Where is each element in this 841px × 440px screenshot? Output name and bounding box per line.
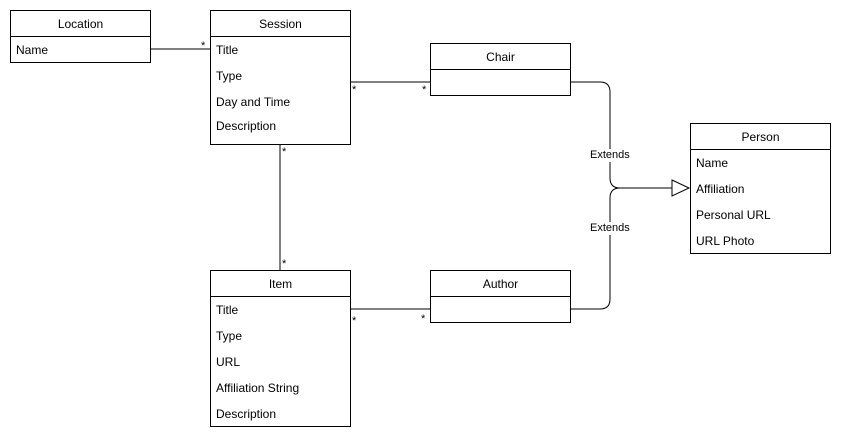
- generalization-chair-person: [570, 81, 672, 189]
- attribute: Description: [216, 119, 277, 133]
- multiplicity-session-item-target: *: [282, 258, 287, 270]
- attribute: Affiliation String: [216, 381, 300, 395]
- class-person[interactable]: Person Name Affiliation Personal URL URL…: [690, 123, 831, 254]
- multiplicity-session-item-source: *: [282, 146, 287, 158]
- attribute: Type: [216, 69, 243, 83]
- class-author-name: Author: [431, 271, 570, 297]
- attribute: Name: [16, 43, 49, 57]
- attribute: Personal URL: [696, 208, 771, 222]
- class-location[interactable]: Location Name: [10, 10, 151, 63]
- multiplicity-location-session-target: *: [201, 40, 206, 52]
- attribute: Type: [216, 329, 243, 343]
- generalization-author-person: [570, 187, 672, 310]
- attribute: Title: [216, 303, 239, 317]
- attribute: URL Photo: [696, 234, 755, 248]
- class-session-name: Session: [211, 11, 350, 37]
- attribute: Title: [216, 43, 239, 57]
- class-chair-body: [431, 70, 570, 96]
- attribute: Name: [696, 156, 729, 170]
- class-session[interactable]: Session Title Type Day and Time Descript…: [210, 10, 351, 145]
- multiplicity-session-chair-target: *: [422, 84, 427, 96]
- generalization-author-label: Extends: [589, 222, 631, 235]
- multiplicity-session-chair-source: *: [352, 84, 357, 96]
- class-item[interactable]: Item Title Type URL Affiliation String D…: [210, 270, 351, 427]
- generalization-chair-label: Extends: [589, 149, 631, 162]
- attribute: Description: [216, 407, 277, 421]
- attribute: Day and Time: [216, 95, 291, 109]
- class-author-body: [431, 297, 570, 323]
- class-location-name: Location: [11, 11, 150, 37]
- class-chair-name: Chair: [431, 44, 570, 70]
- generalization-arrowhead: [671, 179, 691, 197]
- class-item-name: Item: [211, 271, 350, 297]
- class-chair[interactable]: Chair: [430, 43, 571, 96]
- class-person-name: Person: [691, 124, 830, 150]
- class-author[interactable]: Author: [430, 270, 571, 323]
- multiplicity-item-author-source: *: [352, 315, 357, 327]
- multiplicity-item-author-target: *: [421, 313, 426, 325]
- attribute: Affiliation: [696, 182, 745, 196]
- attribute: URL: [216, 355, 241, 369]
